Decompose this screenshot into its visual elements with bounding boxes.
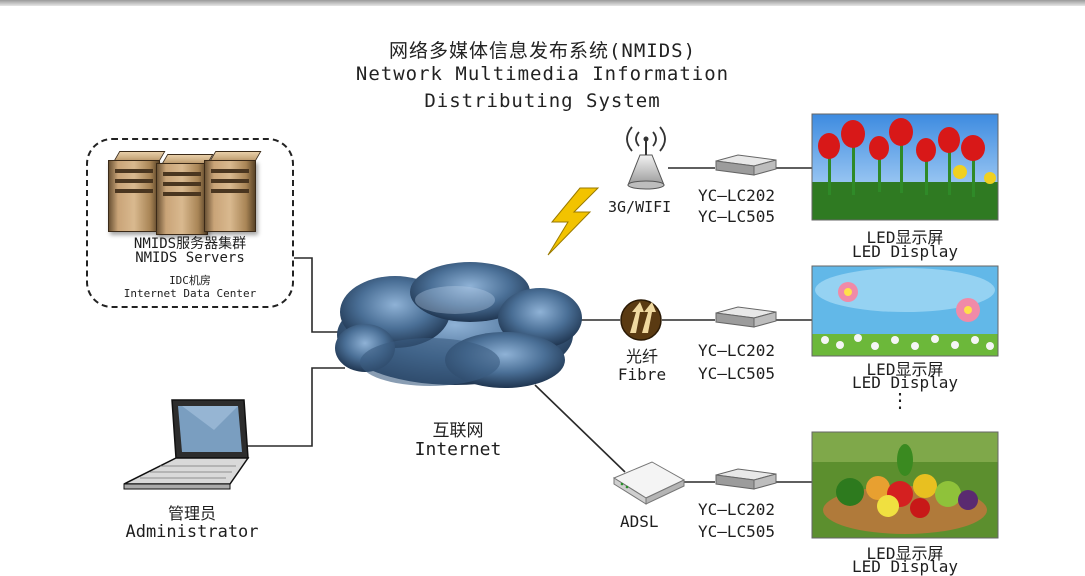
controller-1-model-2: YC—LC505 <box>698 207 776 226</box>
controller-3-model-2: YC—LC505 <box>698 522 776 541</box>
adsl-modem-icon <box>612 461 686 505</box>
controller-1-model-1: YC—LC202 <box>698 186 776 205</box>
title-cn: 网络多媒体信息发布系统(NMIDS) <box>388 40 697 62</box>
display-2-label-en: LED Display <box>852 373 958 392</box>
idc-label-en: Internet Data Center <box>123 287 257 300</box>
controller-3-model-1: YC—LC202 <box>698 500 776 519</box>
top-border <box>0 0 1085 6</box>
led-display-1-image <box>812 114 998 220</box>
internet-label-cn: 互联网 <box>432 421 484 441</box>
idc-cluster-box <box>86 138 294 308</box>
internet-cloud-icon <box>335 262 582 388</box>
internet-label-en: Internet <box>414 439 502 460</box>
title-en-2: Distributing System <box>424 90 661 112</box>
more-displays-ellipsis: ⋮ <box>890 388 910 412</box>
admin-label-en: Administrator <box>125 522 259 542</box>
led-display-3-image <box>812 432 998 538</box>
link-fibre-label-cn: 光纤 <box>625 347 658 366</box>
link-3g-wifi-label: 3G/WIFI <box>608 198 672 216</box>
server-tower-icon <box>204 160 256 232</box>
server-tower-icon <box>108 160 160 232</box>
link-adsl-label: ADSL <box>620 512 659 531</box>
display-1-label-cn: LED显示屏 <box>866 228 944 247</box>
controller-2-model-1: YC—LC202 <box>698 341 776 360</box>
idc-label-cn: IDC机房 <box>169 274 211 287</box>
servers-label-en: NMIDS Servers <box>135 250 245 266</box>
controller-box-icon <box>715 154 777 176</box>
title-en-1: Network Multimedia Information <box>355 63 730 85</box>
laptop-icon <box>123 399 250 490</box>
display-1-label-en: LED Display <box>852 242 958 261</box>
wifi-antenna-icon <box>626 126 666 190</box>
link-fibre-label-en: Fibre <box>617 365 667 384</box>
controller-2-model-2: YC—LC505 <box>698 364 776 383</box>
servers-label-cn: NMIDS服务器集群 <box>133 236 247 252</box>
led-display-2-image <box>812 266 998 356</box>
display-3-label-cn: LED显示屏 <box>866 544 944 563</box>
server-tower-icon <box>156 163 208 235</box>
controller-box-icon <box>715 468 777 490</box>
display-3-label-en: LED Display <box>852 557 958 576</box>
controller-box-icon <box>715 306 777 328</box>
admin-label-cn: 管理员 <box>167 504 216 523</box>
display-2-label-cn: LED显示屏 <box>866 360 944 379</box>
fibre-arrows-icon <box>620 299 662 341</box>
lightning-icon <box>547 187 600 256</box>
